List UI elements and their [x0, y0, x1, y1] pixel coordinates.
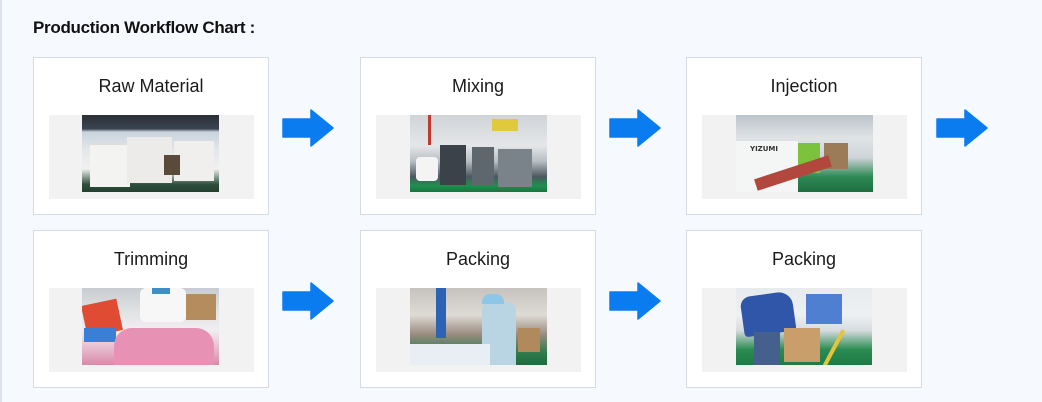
arrow-right-icon	[609, 109, 661, 147]
raw-material-warehouse-photo	[82, 115, 219, 192]
arrow-right-icon	[282, 282, 334, 320]
photo-frame	[702, 288, 907, 372]
workflow-step-raw-material: Raw Material	[33, 57, 269, 215]
arrow-right-icon	[282, 109, 334, 147]
step-label: Packing	[445, 249, 511, 269]
step-label: Raw Material	[98, 76, 204, 96]
injection-molding-machine-photo: YIZUMI	[736, 115, 873, 192]
packing-boxes-photo	[736, 288, 872, 365]
photo-frame	[376, 288, 581, 372]
photo-frame	[376, 115, 581, 199]
mixing-machines-photo	[410, 115, 547, 192]
section-title: Production Workflow Chart :	[33, 18, 256, 37]
photo-frame	[49, 288, 254, 372]
arrow-right-icon	[936, 109, 988, 147]
step-label: Injection	[770, 76, 838, 96]
packing-workers-photo	[410, 288, 547, 365]
page-left-border	[0, 0, 2, 402]
photo-frame	[49, 115, 254, 199]
step-label: Trimming	[113, 249, 189, 269]
step-label: Packing	[771, 249, 837, 269]
arrow-right-icon	[609, 282, 661, 320]
photo-frame: YIZUMI	[702, 115, 907, 199]
workflow-step-packing: Packing	[360, 230, 596, 388]
workflow-step-injection: Injection YIZUMI	[686, 57, 922, 215]
step-label: Mixing	[451, 76, 504, 96]
workflow-step-mixing: Mixing	[360, 57, 596, 215]
workflow-step-trimming: Trimming	[33, 230, 269, 388]
workflow-step-packing-2: Packing	[686, 230, 922, 388]
trimming-workers-photo	[82, 288, 219, 365]
